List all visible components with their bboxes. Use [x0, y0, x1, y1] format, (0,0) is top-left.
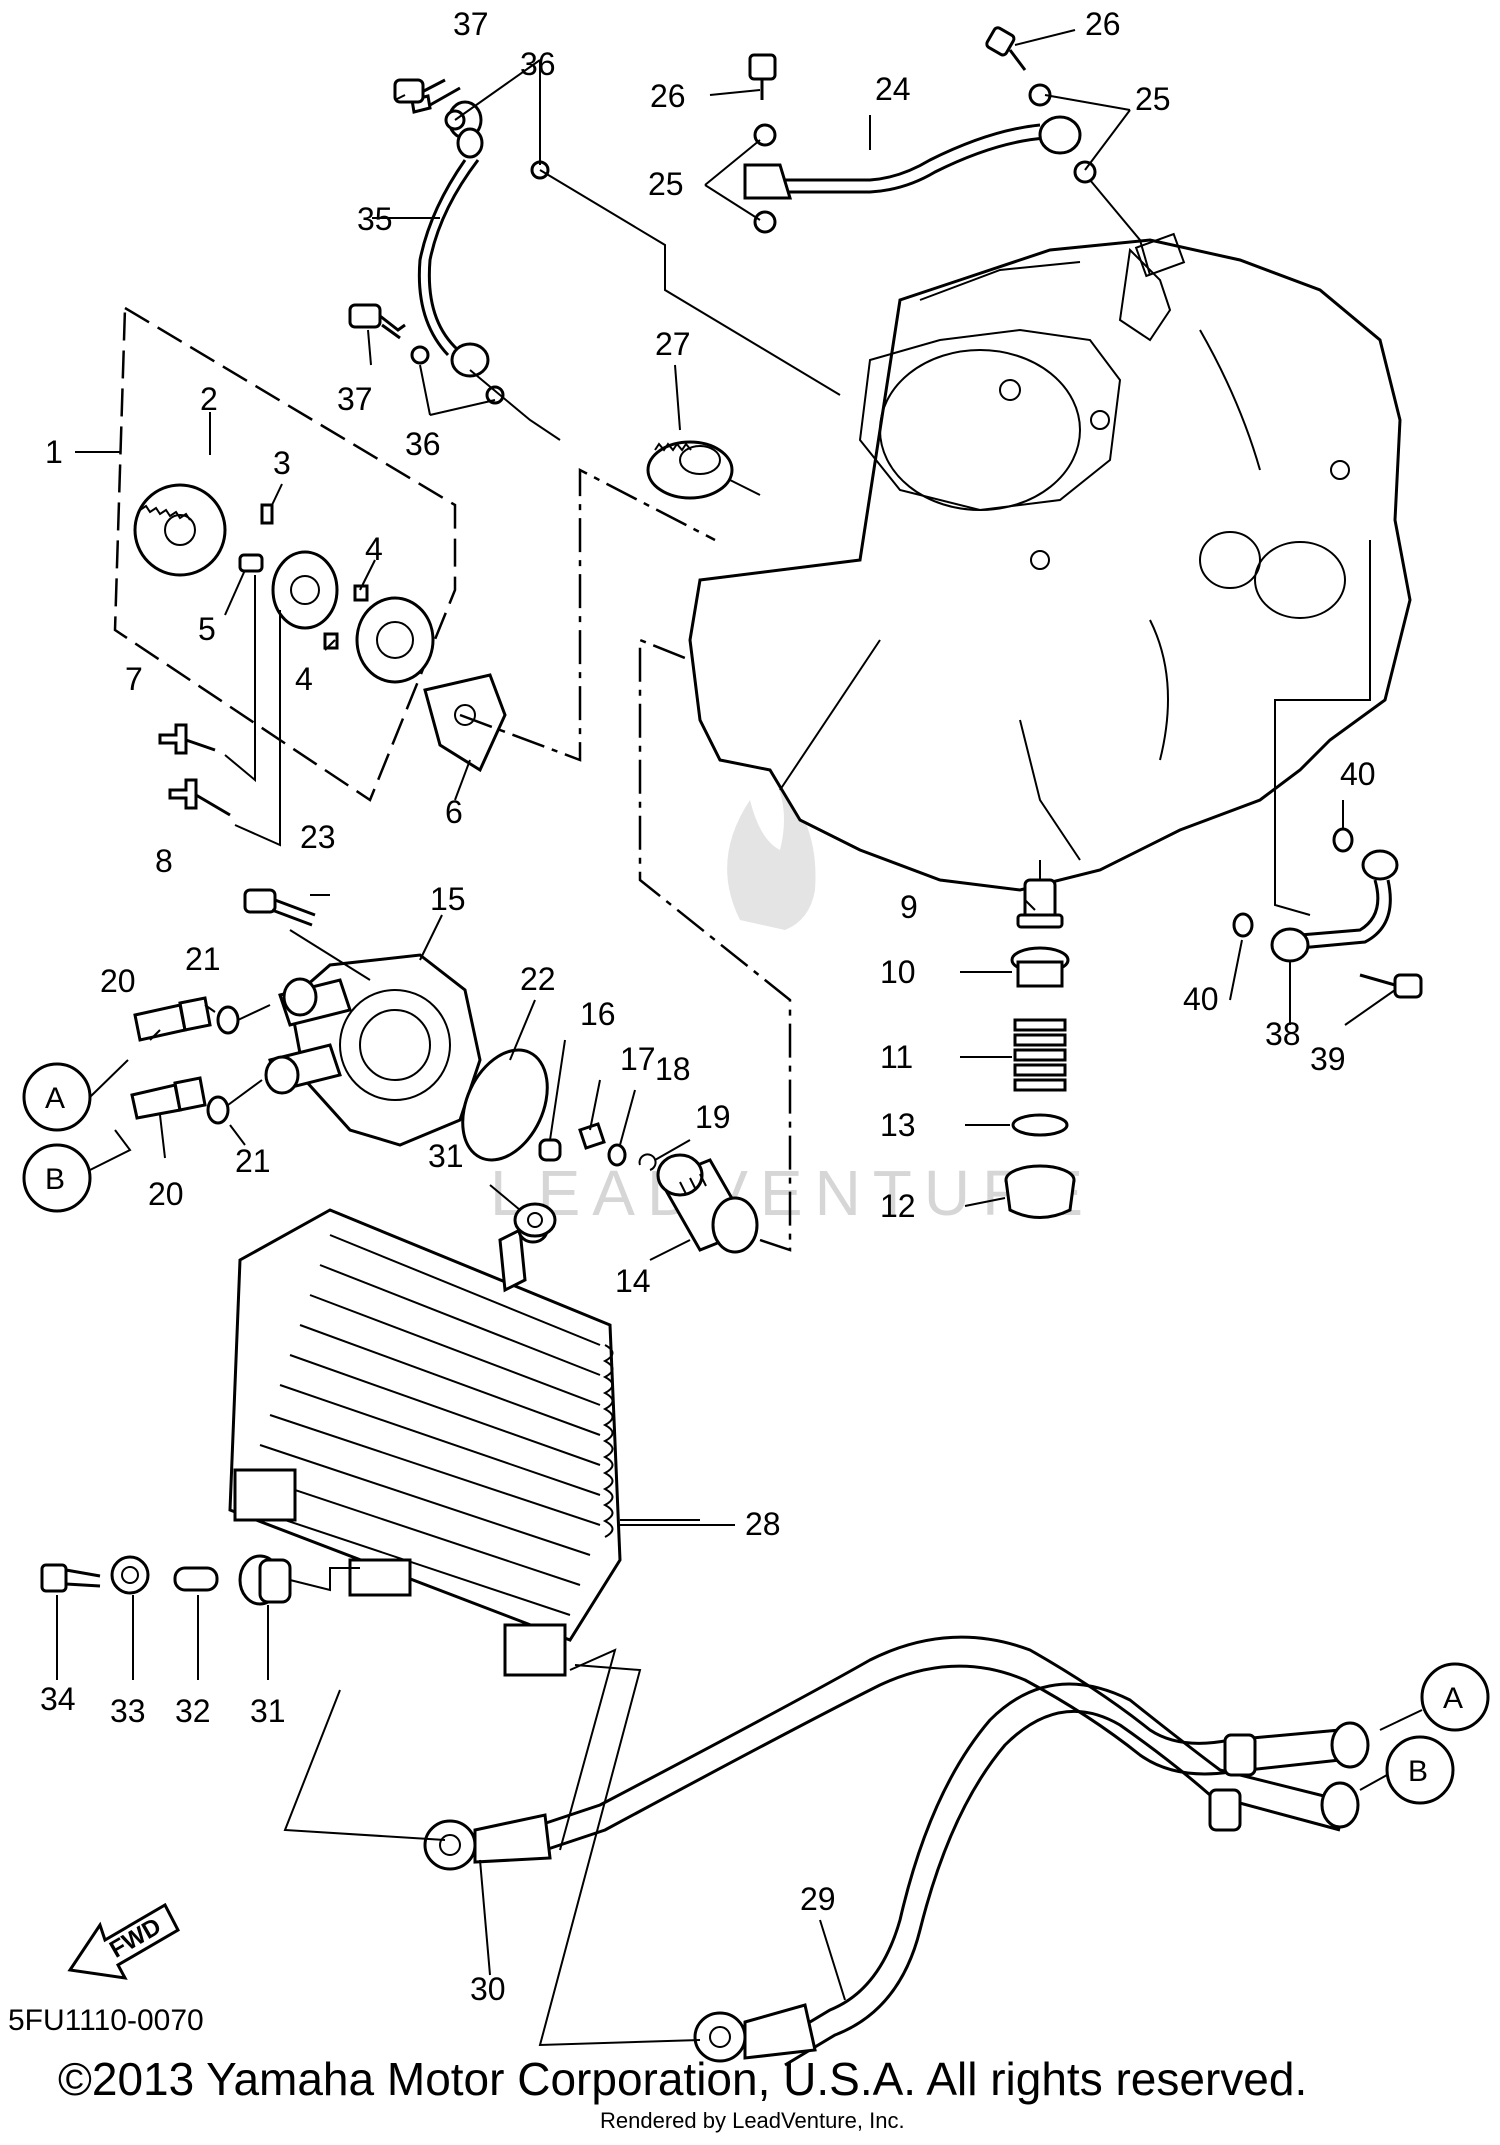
rendered-by-note: Rendered by LeadVenture, Inc. — [600, 2108, 905, 2133]
oil-pipe-38 — [1232, 540, 1423, 999]
copyright-notice: ©2013 Yamaha Motor Corporation, U.S.A. A… — [58, 2053, 1308, 2105]
label-12: 12 — [880, 1188, 916, 1224]
label-28: 28 — [745, 1506, 781, 1542]
label-6: 6 — [445, 794, 463, 830]
label-36a: 36 — [520, 46, 556, 82]
label-26b: 26 — [1085, 6, 1121, 42]
label-32: 32 — [175, 1693, 211, 1729]
label-25a: 25 — [648, 166, 684, 202]
label-4a: 4 — [365, 531, 383, 567]
label-21b: 21 — [235, 1143, 271, 1179]
pump-leader-line — [459, 467, 716, 762]
label-40a: 40 — [1340, 756, 1376, 792]
fwd-arrow: FWD — [67, 1902, 180, 1980]
label-leaders — [56, 29, 1396, 2001]
label-31b: 31 — [250, 1693, 286, 1729]
watermark-text: LEADVENTURE — [490, 1157, 1095, 1229]
callout-a-right: A — [1379, 1662, 1490, 1732]
label-3: 3 — [273, 445, 291, 481]
label-31a: 31 — [428, 1138, 464, 1174]
label-23: 23 — [300, 819, 336, 855]
unions-and-washers — [130, 996, 271, 1125]
filter-small-parts — [461, 1048, 657, 1171]
oil-delivery-pipe-24 — [743, 26, 1097, 234]
callout-a-left: A — [22, 1059, 129, 1132]
label-22: 22 — [520, 961, 556, 997]
label-10: 10 — [880, 954, 916, 990]
oil-filter-element — [656, 1153, 759, 1254]
svg-text:B: B — [1408, 1755, 1428, 1788]
filter-leader-line — [638, 638, 792, 1252]
label-30: 30 — [470, 1971, 506, 2007]
mount-parts — [40, 1554, 360, 1606]
label-20b: 20 — [148, 1176, 184, 1212]
label-39: 39 — [1310, 1041, 1346, 1077]
oil-hoses — [283, 1635, 1370, 2067]
label-2: 2 — [200, 381, 218, 417]
label-25b: 25 — [1135, 81, 1171, 117]
pipe24-leader — [1089, 179, 1151, 276]
label-13: 13 — [880, 1107, 916, 1143]
label-27: 27 — [655, 326, 691, 362]
label-40b: 40 — [1183, 981, 1219, 1017]
callout-b-left: B — [22, 1129, 132, 1213]
crankcase — [688, 232, 1412, 892]
oil-pump-assembly — [113, 305, 507, 802]
svg-text:A: A — [45, 1082, 65, 1115]
oil-filter-housing — [264, 953, 482, 1147]
svg-text:A: A — [1443, 1682, 1463, 1715]
label-18: 18 — [655, 1051, 691, 1087]
svg-text:B: B — [45, 1163, 65, 1196]
label-7: 7 — [125, 661, 143, 697]
pump-screws — [158, 575, 281, 847]
oil-cooler — [228, 1208, 700, 1677]
label-19: 19 — [695, 1099, 731, 1135]
label-5: 5 — [198, 611, 216, 647]
label-16: 16 — [580, 996, 616, 1032]
seal-27 — [646, 440, 761, 500]
label-38: 38 — [1265, 1016, 1301, 1052]
label-33: 33 — [110, 1693, 146, 1729]
label-9: 9 — [900, 889, 918, 925]
label-14: 14 — [615, 1263, 651, 1299]
label-37a: 37 — [453, 6, 489, 42]
pipe35-lower-leader — [469, 369, 561, 441]
label-4b: 4 — [295, 661, 313, 697]
watermark: LEADVENTURE — [490, 780, 1095, 1229]
label-21a: 21 — [185, 941, 221, 977]
label-1: 1 — [45, 434, 63, 470]
label-26a: 26 — [650, 78, 686, 114]
label-37b: 37 — [337, 381, 373, 417]
label-24: 24 — [875, 71, 911, 107]
drain-parts — [1004, 860, 1076, 1219]
label-34: 34 — [40, 1681, 76, 1717]
label-11: 11 — [880, 1039, 913, 1075]
label-36b: 36 — [405, 426, 441, 462]
grommet-31-top — [513, 1202, 557, 1238]
label-20a: 20 — [100, 963, 136, 999]
callout-b-right: B — [1359, 1735, 1455, 1805]
label-29: 29 — [800, 1881, 836, 1917]
label-35: 35 — [357, 201, 393, 237]
bolt-23 — [243, 888, 371, 981]
oil-delivery-pipe-upper — [348, 78, 550, 405]
label-17: 17 — [620, 1041, 656, 1077]
pipe35-leader — [539, 169, 841, 396]
part-labels: 1 2 3 4 4 5 6 7 8 9 10 11 12 13 14 15 16… — [40, 6, 1376, 2007]
drawing-id: 5FU1110-0070 — [8, 2004, 204, 2037]
label-8: 8 — [155, 843, 173, 879]
label-15: 15 — [430, 881, 466, 917]
